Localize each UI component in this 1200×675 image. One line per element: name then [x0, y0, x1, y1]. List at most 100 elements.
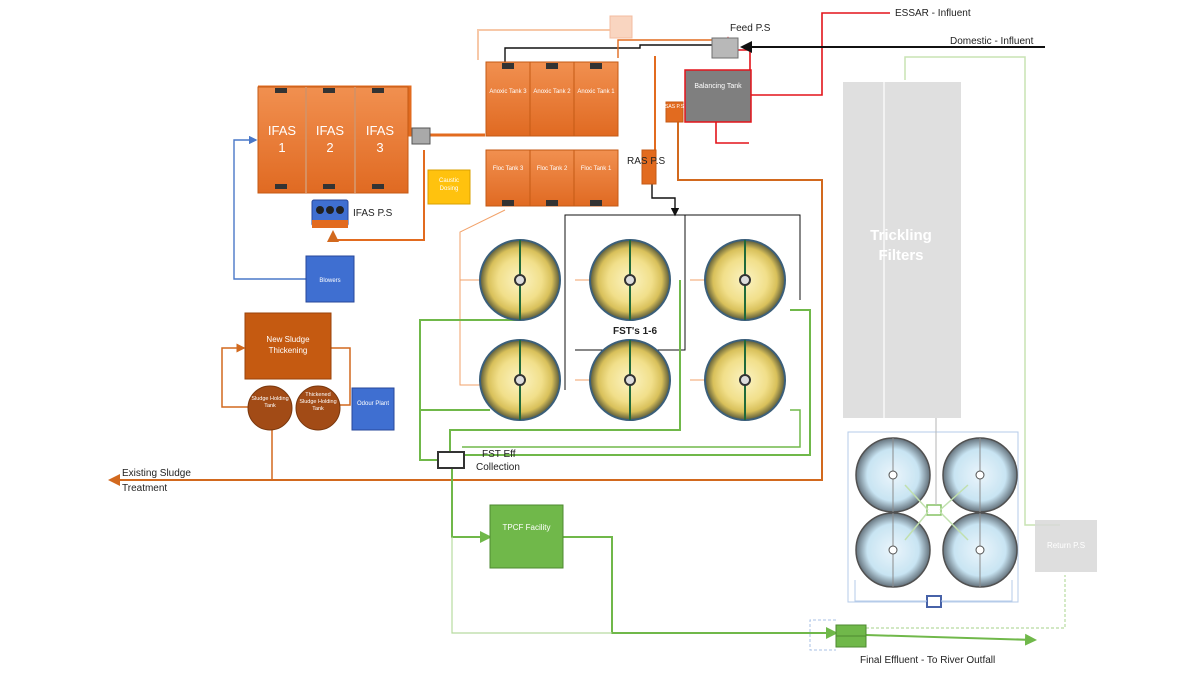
ifas-tank-1-name: IFAS: [268, 123, 297, 138]
essar-influent-label: ESSAR - Influent: [895, 8, 971, 19]
anoxic-tank-1-label: Anoxic Tank 1: [577, 89, 615, 95]
floc-tanks: Floc Tank 3 Floc Tank 2 Floc Tank 1: [485, 149, 619, 207]
blower-air-line: [233, 135, 330, 280]
caustic-dosing-label: Caustic Dosing: [438, 178, 459, 192]
existing-sludge-treatment-label-1: Existing Sludge: [122, 468, 191, 479]
tf-clarifier-1[interactable]: [855, 437, 931, 513]
ifas-tank-3-name: IFAS: [366, 123, 395, 138]
fst-eff-collection-label-2: Collection: [476, 462, 520, 473]
sas-ps-label: SAS P.S: [665, 104, 684, 110]
final-effluent-dotted: [866, 575, 1066, 629]
ml-dist-line-1: [651, 183, 680, 217]
thickened-sludge-holding-tank[interactable]: Thickened Sludge Holding Tank: [295, 385, 341, 431]
thickened-sludge-holding-tank-label: Thickened Sludge Holding Tank: [299, 392, 337, 412]
fst-eff-line-4: [462, 309, 811, 456]
sas-line: [108, 120, 823, 486]
floc-tank-2-label: Floc Tank 2: [536, 166, 568, 172]
fst-1[interactable]: [479, 239, 561, 321]
anoxic-tank-2[interactable]: Anoxic Tank 2: [532, 63, 572, 110]
ifas-tank-2-number: 2: [326, 140, 333, 155]
feed-ps-label: Feed P.S: [730, 23, 771, 34]
floc-tank-1-label: Floc Tank 1: [580, 166, 612, 172]
ml-dist-line-3: [564, 214, 675, 390]
odour-plant-label: Odour Plant: [356, 401, 390, 407]
ifas-tank-2[interactable]: IFAS 2: [316, 88, 345, 189]
fst-2[interactable]: [589, 239, 671, 321]
fst-eff-line-3: [449, 280, 681, 455]
sludge-holding-tank[interactable]: Sludge Holding Tank: [247, 385, 293, 431]
tf-distribution-box: [926, 504, 942, 516]
blowers[interactable]: Blowers: [305, 255, 355, 303]
new-sludge-thickening[interactable]: New Sludge Thickening: [244, 312, 332, 380]
trickling-filters-label-1: Trickling: [870, 227, 932, 244]
tf-collection-box: [926, 595, 942, 608]
tf-clarifiers: [847, 418, 1019, 608]
new-sludge-thickening-label: New Sludge Thickening: [266, 335, 310, 355]
feed-to-tanks-line-2: [617, 39, 712, 58]
fst-feed-light-1: [459, 209, 506, 386]
sas-ps[interactable]: SAS P.S: [664, 101, 685, 123]
ifas-ps-label: IFAS P.S: [353, 208, 393, 219]
ifas-outlet-box: [411, 127, 431, 145]
fst-3[interactable]: [704, 239, 786, 321]
trickling-filters[interactable]: Trickling Filters: [843, 82, 961, 418]
tpcf-facility[interactable]: TPCF Facility: [489, 504, 564, 569]
ifas-tank-1-number: 1: [278, 140, 285, 155]
ifas-tanks: IFAS 1 IFAS 2 IFAS 3: [257, 86, 409, 194]
fst-6[interactable]: [704, 339, 786, 421]
domestic-influent-label: Domestic - Influent: [950, 36, 1034, 47]
floc-tank-1[interactable]: Floc Tank 1: [576, 165, 616, 206]
blowers-label: Blowers: [319, 278, 340, 284]
tf-clarifier-2[interactable]: [942, 437, 1018, 513]
odour-plant[interactable]: Odour Plant: [351, 387, 395, 431]
fst-4[interactable]: [479, 339, 561, 421]
anoxic-tank-1[interactable]: Anoxic Tank 1: [576, 63, 616, 110]
pale-feed-line: [477, 29, 620, 60]
fst-eff-line-5: [462, 409, 801, 448]
fst-5[interactable]: [589, 339, 671, 421]
fst-eff-collection[interactable]: FST Eff Collection: [437, 449, 520, 473]
tpcf-bypass-line: [451, 537, 612, 634]
floc-tank-3[interactable]: Floc Tank 3: [488, 165, 528, 206]
caustic-dosing[interactable]: Caustic Dosing: [427, 169, 471, 205]
return-ps[interactable]: Return P.S: [1035, 520, 1097, 572]
anoxic-tank-3-label: Anoxic Tank 3: [489, 89, 527, 95]
floc-tank-2[interactable]: Floc Tank 2: [532, 165, 572, 206]
ml-dist-line-2: [675, 214, 801, 300]
feed-ps[interactable]: Feed P.S: [711, 23, 771, 59]
floc-tank-3-label: Floc Tank 3: [492, 166, 524, 172]
fst-eff-collection-label-1: FST Eff: [482, 449, 516, 460]
anoxic-tank-2-label: Anoxic Tank 2: [533, 89, 571, 95]
final-settling-tanks: FST's 1-6: [479, 239, 786, 421]
fsts-label: FST's 1-6: [613, 326, 657, 337]
tpcf-outlet-line: [563, 536, 838, 639]
anoxic-tanks: Anoxic Tank 3 Anoxic Tank 2 Anoxic Tank …: [485, 61, 619, 137]
ifas-tank-2-name: IFAS: [316, 123, 345, 138]
sludge-holding-tank-label: Sludge Holding Tank: [251, 396, 289, 409]
ras-to-ifas-line: [327, 150, 425, 242]
existing-sludge-treatment-label-2: Treatment: [122, 483, 167, 494]
ifas-ps[interactable]: IFAS P.S: [311, 199, 393, 228]
final-effluent-label: Final Effluent - To River Outfall: [860, 655, 995, 666]
ras-ps-label: RAS P.S: [627, 156, 665, 167]
tpcf-facility-label: TPCF Facility: [502, 523, 551, 532]
sludge-thickening-loop-left: [221, 343, 270, 408]
balancing-tank[interactable]: Balancing Tank: [684, 69, 752, 123]
fst-eff-line-1: [419, 319, 520, 461]
balancing-tank-label: Balancing Tank: [694, 83, 742, 90]
ifas-tank-1[interactable]: IFAS 1: [268, 88, 297, 189]
ifas-tank-3-number: 3: [376, 140, 383, 155]
ifas-tank-3[interactable]: IFAS 3: [366, 88, 395, 189]
feed-to-tanks-line: [504, 44, 712, 62]
final-effluent-chamber[interactable]: [835, 624, 867, 648]
final-effluent-line: [865, 633, 1037, 646]
ras-ps[interactable]: RAS P.S: [627, 149, 665, 185]
pale-tank: [609, 15, 633, 39]
return-ps-label: Return P.S: [1047, 541, 1085, 550]
anoxic-tank-3[interactable]: Anoxic Tank 3: [488, 63, 528, 110]
balancing-red-line: [715, 120, 749, 144]
tf-blue-dotted: [809, 619, 836, 651]
trickling-filters-label-2: Filters: [878, 247, 923, 264]
eff-to-tpcf-line: [451, 468, 492, 543]
tf-clarifier-4[interactable]: [942, 512, 1018, 588]
